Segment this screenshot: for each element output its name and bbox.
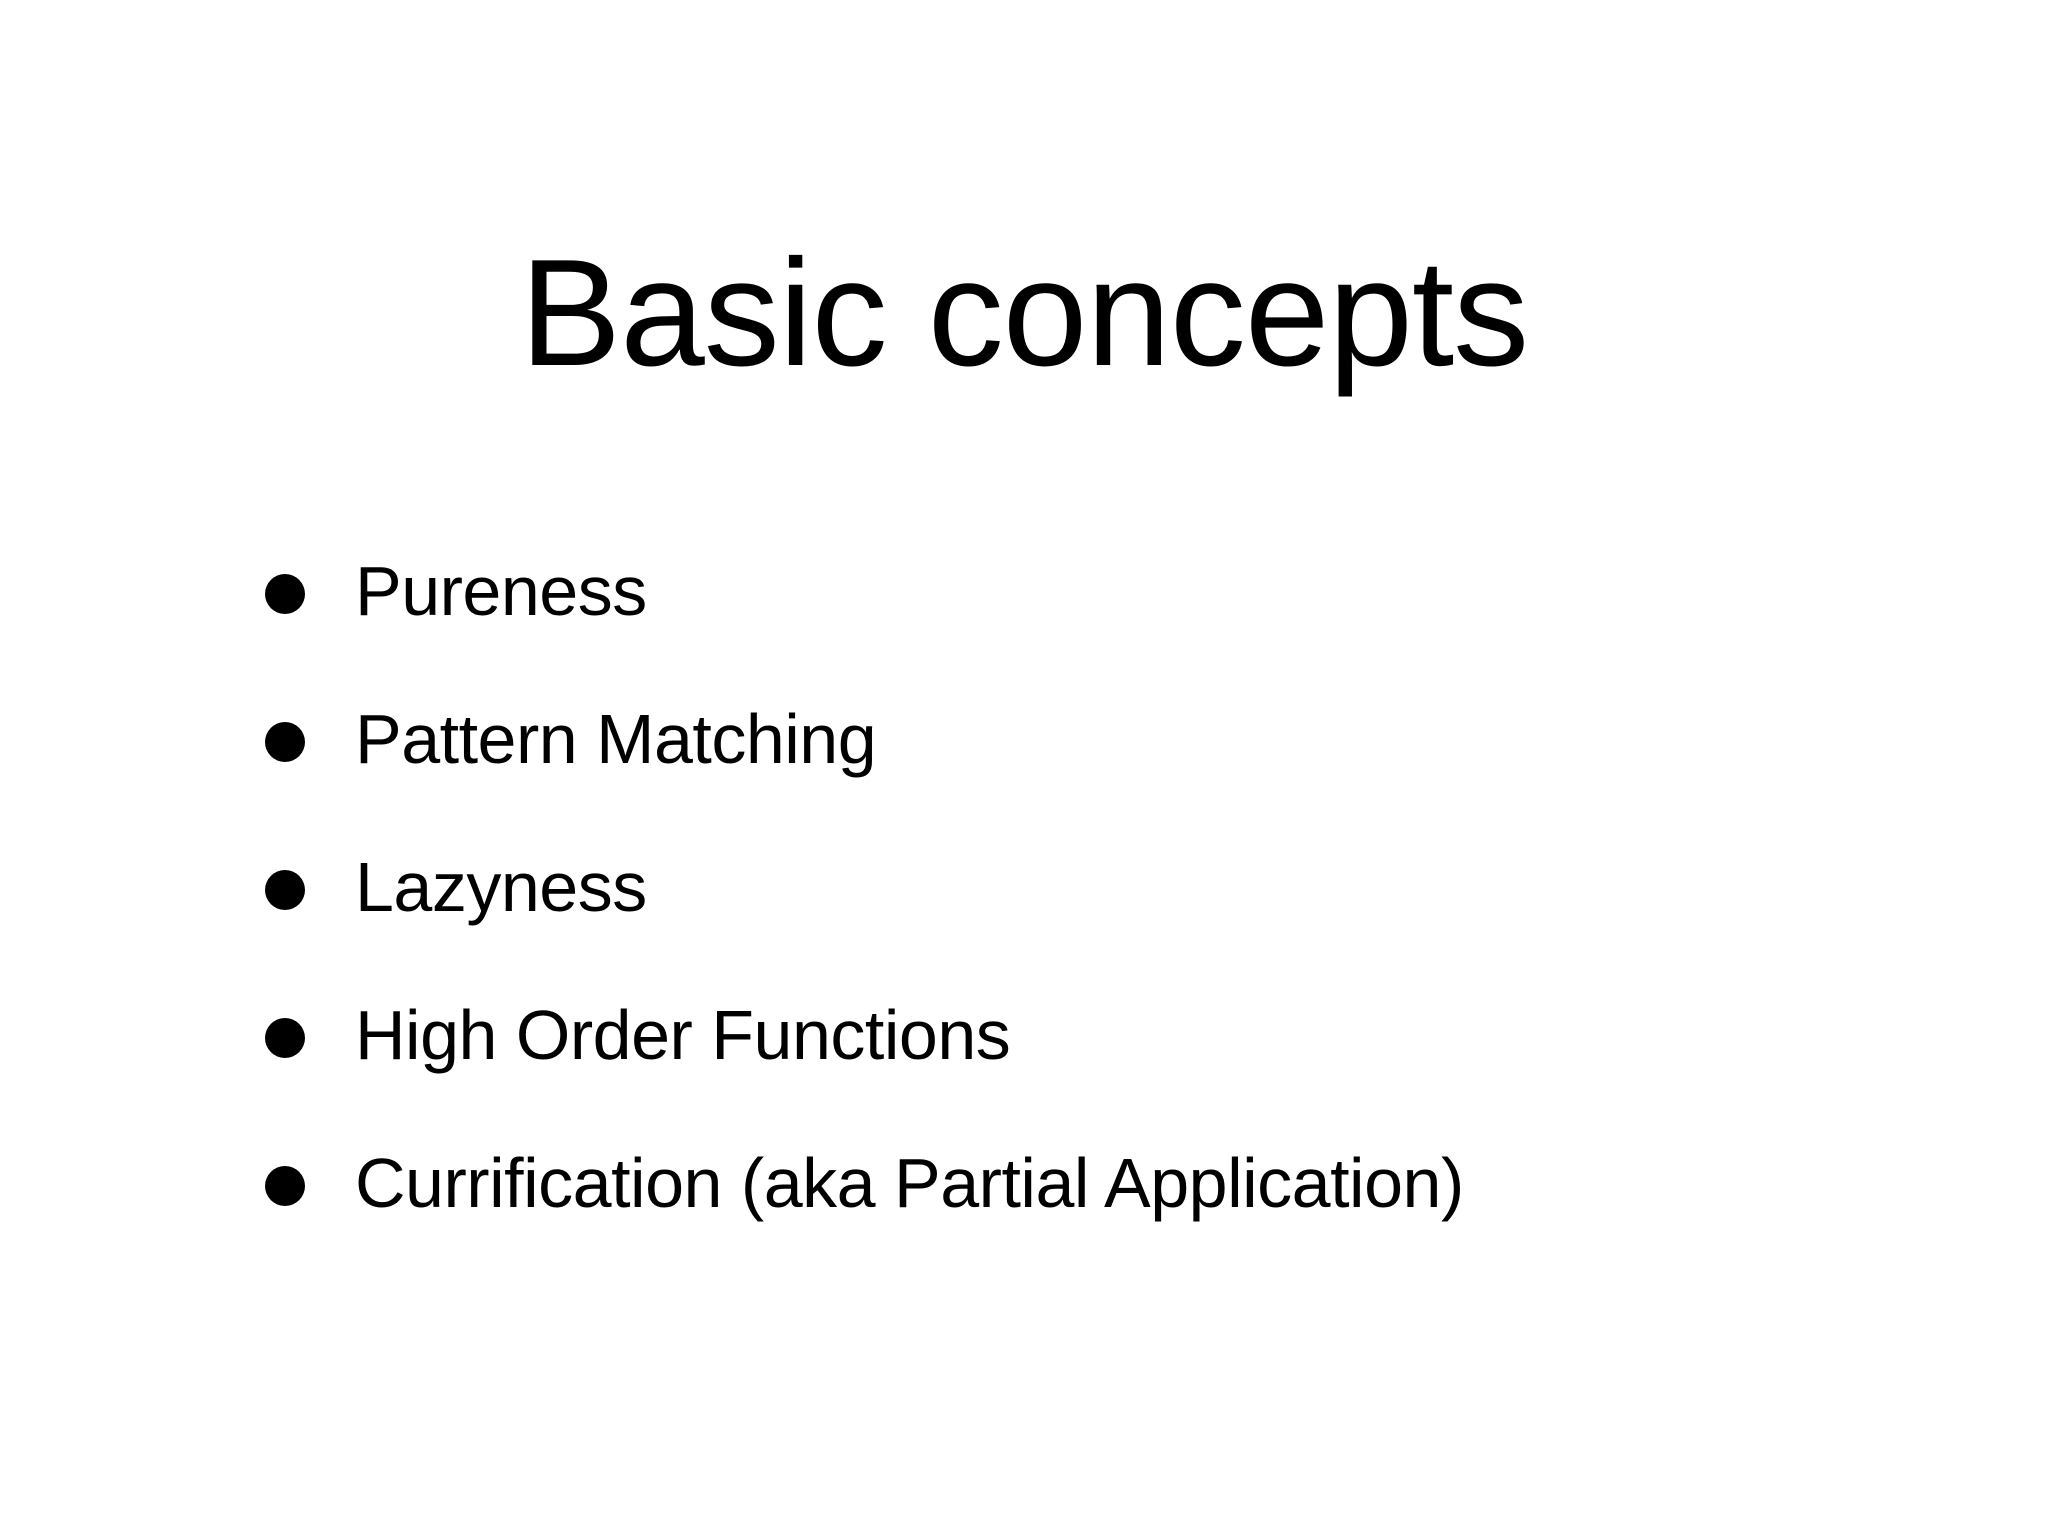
list-item: High Order Functions: [262, 984, 1862, 1132]
bullet-list: Pureness Pattern Matching Lazyness High …: [262, 540, 1862, 1280]
list-item: Currification (aka Partial Application): [262, 1132, 1862, 1280]
list-item-label: Lazyness: [355, 848, 647, 926]
list-item-label: Pattern Matching: [355, 700, 877, 778]
slide-title: Basic concepts: [519, 227, 1529, 398]
list-item: Pureness: [262, 540, 1862, 688]
bullet-dot-icon: [265, 1018, 305, 1058]
list-item-label: High Order Functions: [355, 996, 1011, 1074]
bullet-dot-icon: [265, 722, 305, 762]
list-item-label: Currification (aka Partial Application): [355, 1144, 1464, 1222]
list-item: Pattern Matching: [262, 688, 1862, 836]
bullet-dot-icon: [265, 574, 305, 614]
bullet-dot-icon: [265, 870, 305, 910]
list-item: Lazyness: [262, 836, 1862, 984]
bullet-dot-icon: [265, 1166, 305, 1206]
list-item-label: Pureness: [355, 552, 647, 630]
